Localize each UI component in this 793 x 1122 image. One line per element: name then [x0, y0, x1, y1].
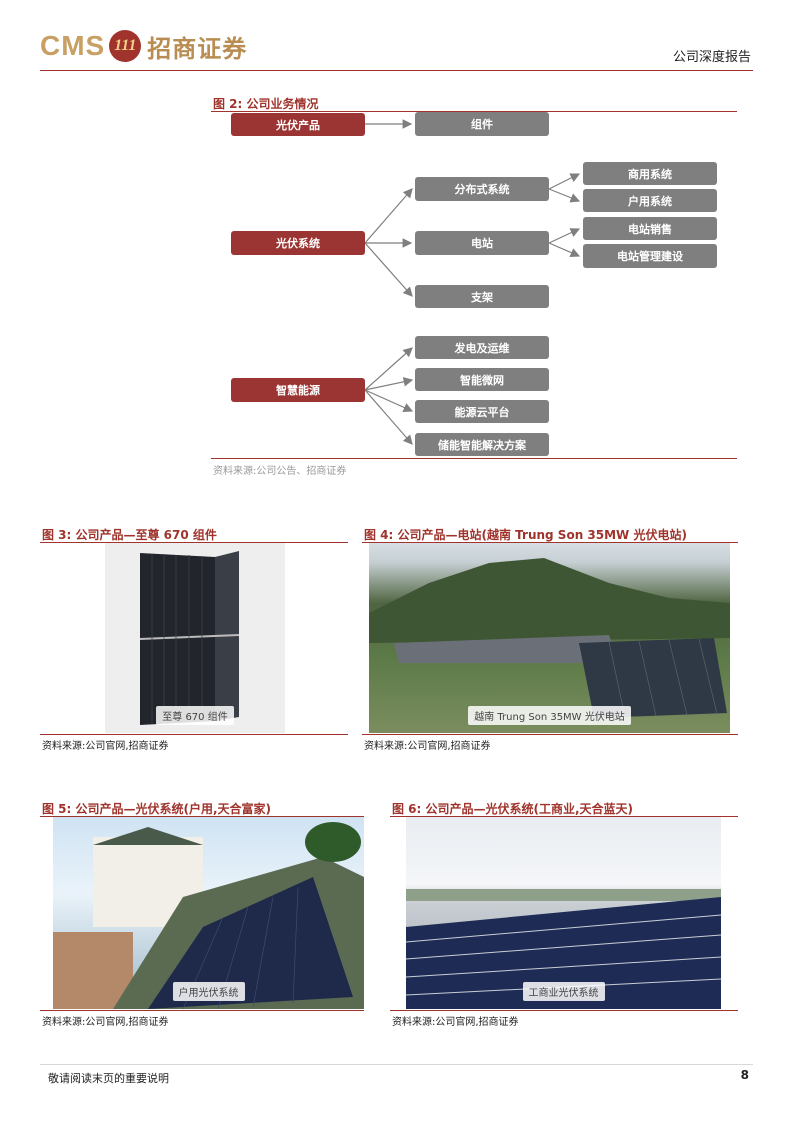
- footer-divider: [40, 1064, 753, 1065]
- figure-4-bottom-rule: [362, 734, 738, 735]
- figure-2-top-rule: [211, 111, 737, 112]
- node-smart-energy: 智慧能源: [231, 378, 365, 402]
- power-station-photo: 越南 Trung Son 35MW 光伏电站: [369, 543, 730, 733]
- page-number: 8: [740, 1068, 749, 1082]
- figure-3-caption: 图 3: 公司产品—至尊 670 组件: [42, 528, 217, 542]
- figure-4-source: 资料来源:公司官网,招商证券: [364, 741, 491, 752]
- figure-6-bottom-rule: [390, 1010, 738, 1011]
- node-residential-system: 户用系统: [583, 189, 717, 212]
- node-commercial-system: 商用系统: [583, 162, 717, 185]
- figure-3-top-rule: [40, 542, 348, 543]
- logo-seal-icon: 111: [109, 30, 142, 62]
- power-station-illustration: [369, 558, 730, 718]
- document-type: 公司深度报告: [672, 50, 751, 65]
- figure-6-top-rule: [390, 816, 738, 817]
- node-storage-solution: 储能智能解决方案: [415, 433, 549, 456]
- figure-3-source: 资料来源:公司官网,招商证券: [42, 741, 169, 752]
- figure-5-source: 资料来源:公司官网,招商证券: [42, 1017, 169, 1028]
- figure-3-bottom-rule: [40, 734, 348, 735]
- node-bracket: 支架: [415, 285, 549, 308]
- node-generation-om: 发电及运维: [415, 336, 549, 359]
- node-microgrid: 智能微网: [415, 368, 549, 391]
- node-station-sales: 电站销售: [583, 217, 717, 240]
- logo-latin: CMS: [40, 30, 106, 61]
- residential-system-photo-label: 户用光伏系统: [172, 982, 245, 1001]
- node-energy-cloud: 能源云平台: [415, 400, 549, 423]
- residential-system-photo: 户用光伏系统: [53, 817, 364, 1009]
- solar-module-photo: 至尊 670 组件: [105, 543, 285, 733]
- footer-notice: 敬请阅读末页的重要说明: [48, 1072, 169, 1085]
- figure-6-source: 资料来源:公司官网,招商证券: [392, 1017, 519, 1028]
- figure-2-bottom-rule: [211, 458, 737, 459]
- figure-2-source: 资料来源:公司公告、招商证券: [213, 466, 347, 477]
- header-divider: [40, 70, 753, 71]
- node-power-station: 电站: [415, 231, 549, 255]
- figure-4-top-rule: [362, 542, 738, 543]
- figure-5-top-rule: [40, 816, 364, 817]
- node-pv-products: 光伏产品: [231, 113, 365, 136]
- figure-5-caption: 图 5: 公司产品—光伏系统(户用,天合富家): [42, 802, 272, 816]
- residential-system-illustration: [53, 822, 364, 1009]
- commercial-system-photo-label: 工商业光伏系统: [522, 982, 605, 1001]
- solar-module-illustration: [139, 551, 240, 725]
- node-modules: 组件: [415, 112, 549, 136]
- solar-module-photo-label: 至尊 670 组件: [156, 706, 234, 725]
- figure-4-caption: 图 4: 公司产品—电站(越南 Trung Son 35MW 光伏电站): [364, 528, 687, 542]
- commercial-system-photo: 工商业光伏系统: [406, 817, 721, 1009]
- company-logo: CMS 111 招商证券: [40, 26, 247, 66]
- figure-5-bottom-rule: [40, 1010, 364, 1011]
- logo-chinese: 招商证券: [147, 34, 248, 63]
- power-station-photo-label: 越南 Trung Son 35MW 光伏电站: [468, 706, 631, 725]
- node-distributed-system: 分布式系统: [415, 177, 549, 201]
- figure-2-caption: 图 2: 公司业务情况: [213, 97, 319, 111]
- figure-6-caption: 图 6: 公司产品—光伏系统(工商业,天合蓝天): [392, 802, 634, 816]
- node-pv-systems: 光伏系统: [231, 231, 365, 255]
- node-station-management: 电站管理建设: [583, 244, 717, 268]
